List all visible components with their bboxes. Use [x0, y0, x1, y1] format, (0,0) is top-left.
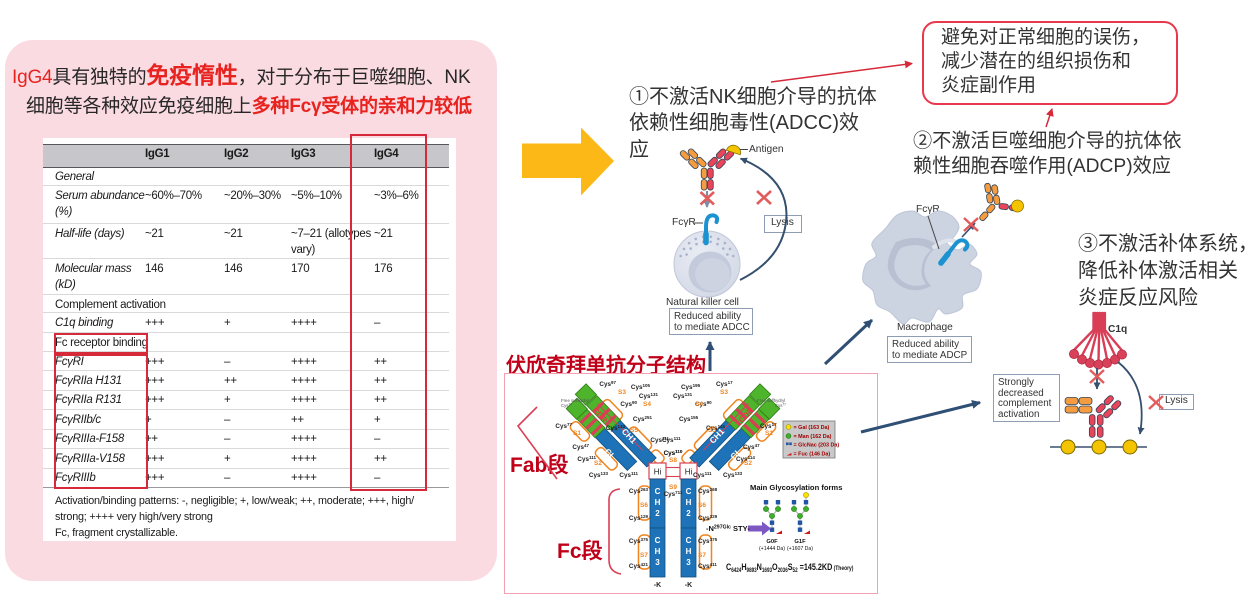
svg-text:Cys90: Cys90: [620, 400, 637, 408]
svg-text:= GlcNac (203 Da): = GlcNac (203 Da): [794, 443, 840, 449]
svg-text:Cys711: Cys711: [664, 490, 683, 498]
svg-text:Hi: Hi: [654, 468, 662, 477]
svg-text:Free sulfhydryl: Free sulfhydryl: [757, 398, 785, 403]
svg-text:-K: -K: [654, 582, 661, 589]
svg-text:S3: S3: [720, 389, 728, 396]
svg-text:(+1607 Da): (+1607 Da): [787, 546, 813, 552]
svg-text:Cys155: Cys155: [679, 415, 699, 423]
svg-text:S5: S5: [708, 427, 716, 434]
svg-text:Cys111: Cys111: [662, 436, 681, 444]
svg-text:Cys17: Cys17: [716, 380, 733, 388]
svg-text:= Fuc (146 Da): = Fuc (146 Da): [794, 452, 831, 458]
svg-text:3: 3: [655, 558, 660, 567]
svg-text:S2: S2: [594, 460, 602, 467]
svg-text:Cys133: Cys133: [723, 471, 743, 479]
svg-text:Cys111: Cys111: [650, 436, 669, 444]
svg-text:= Gal (163 Da): = Gal (163 Da): [794, 425, 830, 431]
svg-text:Cys77: Cys77: [561, 403, 572, 409]
svg-text:Main Glycosylation forms: Main Glycosylation forms: [750, 483, 842, 492]
svg-text:S4: S4: [643, 401, 651, 408]
svg-text:C6424H9893N1693O2036S52 =145.2: C6424H9893N1693O2036S52 =145.2KD (Theory…: [726, 561, 853, 574]
svg-text:Cys110: Cys110: [664, 449, 683, 457]
svg-text:Cys17: Cys17: [760, 422, 777, 430]
svg-text:H: H: [686, 498, 692, 507]
svg-text:Cys133: Cys133: [589, 471, 609, 479]
svg-text:Cys47: Cys47: [743, 443, 760, 451]
svg-text:Free sulfhydryl: Free sulfhydryl: [561, 398, 589, 403]
svg-text:S7: S7: [640, 552, 648, 559]
svg-text:S9: S9: [669, 484, 677, 491]
svg-text:Cys105: Cys105: [631, 383, 651, 391]
svg-text:Cys268: Cys268: [698, 487, 718, 495]
svg-text:S6: S6: [640, 502, 648, 509]
svg-text:S4: S4: [695, 401, 703, 408]
svg-text:Cys329: Cys329: [698, 514, 718, 522]
svg-text:Cys143: Cys143: [606, 424, 626, 432]
svg-text:S8: S8: [669, 457, 677, 464]
svg-text:S3: S3: [618, 389, 626, 396]
svg-text:Cys263: Cys263: [629, 487, 649, 495]
svg-text:Cys111: Cys111: [693, 471, 712, 479]
svg-text:Cys47: Cys47: [572, 443, 589, 451]
svg-text:Cys111: Cys111: [619, 471, 638, 479]
svg-text:G1F: G1F: [794, 539, 806, 545]
svg-text:S1: S1: [573, 430, 581, 437]
svg-text:Cys421: Cys421: [629, 562, 649, 570]
svg-text:S7: S7: [698, 552, 706, 559]
svg-text:C: C: [655, 536, 661, 545]
svg-text:S6: S6: [698, 502, 706, 509]
svg-text:Cys195: Cys195: [681, 383, 701, 391]
svg-text:Cys90: Cys90: [695, 400, 712, 408]
svg-text:Hi: Hi: [685, 468, 693, 477]
svg-text:3: 3: [686, 558, 691, 567]
svg-text:Cys375: Cys375: [629, 537, 649, 545]
svg-text:S5: S5: [630, 427, 638, 434]
svg-text:Cys114: Cys114: [736, 455, 755, 463]
svg-text:C: C: [655, 487, 661, 496]
svg-text:H: H: [655, 498, 661, 507]
svg-text:S2: S2: [744, 460, 752, 467]
svg-text:Cys111: Cys111: [577, 455, 596, 463]
svg-text:C: C: [686, 536, 692, 545]
svg-text:Cys131: Cys131: [673, 392, 693, 400]
svg-text:2: 2: [655, 509, 660, 518]
svg-text:H: H: [686, 547, 692, 556]
svg-text:S1: S1: [765, 430, 773, 437]
svg-text:(+1444 Da): (+1444 Da): [759, 546, 785, 552]
svg-text:Cys251: Cys251: [633, 415, 653, 423]
svg-text:Cys411: Cys411: [698, 562, 717, 570]
svg-text:G0F: G0F: [766, 539, 778, 545]
svg-text:= Man (162 Da): = Man (162 Da): [794, 434, 832, 440]
svg-text:Cys77: Cys77: [775, 403, 786, 409]
svg-text:H: H: [655, 547, 661, 556]
svg-text:-K: -K: [685, 582, 692, 589]
svg-text:Cys141: Cys141: [706, 424, 726, 432]
svg-text:Cys97: Cys97: [599, 380, 616, 388]
svg-text:Cys375: Cys375: [698, 537, 718, 545]
svg-text:C: C: [686, 487, 692, 496]
svg-text:Cys110: Cys110: [664, 449, 683, 457]
svg-text:2: 2: [686, 509, 691, 518]
svg-text:Cys129: Cys129: [629, 514, 649, 522]
svg-text:Cys77: Cys77: [555, 422, 572, 430]
svg-text:-N297Glc STY-: -N297Glc STY-: [706, 524, 750, 533]
svg-text:Cys131: Cys131: [639, 392, 659, 400]
